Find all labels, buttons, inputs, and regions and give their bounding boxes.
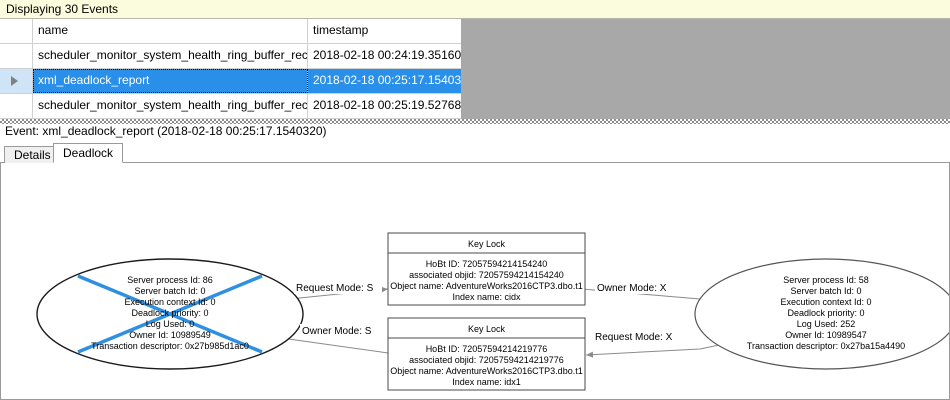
table-row-selected[interactable]: xml_deadlock_report 2018-02-18 00:25:17.… (0, 69, 461, 94)
column-header-name[interactable]: name (33, 19, 308, 43)
column-header-timestamp[interactable]: timestamp (308, 19, 461, 43)
edge-label-text: Request Mode: S (296, 283, 374, 294)
edge-label-text: Request Mode: X (595, 332, 673, 343)
deadlock-graph-canvas[interactable]: Server process Id: 86 Server batch Id: 0… (0, 163, 950, 400)
process-node-left[interactable]: Server process Id: 86 Server batch Id: 0… (36, 258, 304, 370)
events-banner-label: Displaying 30 Events (6, 2, 119, 16)
resource-top-line-3: Index name: cidx (452, 292, 521, 302)
edge-label-text: Owner Mode: X (597, 283, 667, 294)
process-node-right[interactable]: Server process Id: 58 Server batch Id: 0… (694, 258, 950, 370)
deadlock-graph-svg: Server process Id: 86 Server batch Id: 0… (36, 232, 950, 391)
tab-strip: Details Deadlock (0, 142, 950, 163)
resource-bottom-title: Key Lock (468, 324, 506, 334)
process-right-line-2: Execution context Id: 0 (780, 297, 871, 307)
table-row[interactable]: scheduler_monitor_system_health_ring_buf… (0, 44, 461, 69)
cell-timestamp[interactable]: 2018-02-18 00:24:19.3516078 (308, 44, 461, 68)
process-left-line-1: Server batch Id: 0 (134, 286, 205, 296)
resource-bottom-line-2: Object name: AdventureWorks2016CTP3.dbo.… (390, 366, 582, 376)
process-right-line-3: Deadlock priority: 0 (787, 308, 864, 318)
edge-label-bottom-owner-left: Owner Mode: S (300, 324, 382, 337)
events-grid[interactable]: name timestamp scheduler_monitor_system_… (0, 19, 950, 119)
process-left-line-4: Log Used: 0 (146, 319, 195, 329)
tab-baseline (0, 162, 950, 163)
tab-deadlock[interactable]: Deadlock (53, 143, 124, 163)
cell-timestamp[interactable]: 2018-02-18 00:25:19.5276859 (308, 94, 461, 118)
tab-details[interactable]: Details (4, 146, 61, 163)
events-banner: Displaying 30 Events (0, 0, 950, 19)
process-right-line-1: Server batch Id: 0 (790, 286, 861, 296)
process-right-line-6: Transaction descriptor: 0x27ba15a4490 (747, 341, 905, 351)
resource-node-bottom[interactable]: Key Lock HoBt ID: 72057594214219776 asso… (387, 317, 586, 391)
process-left-line-3: Deadlock priority: 0 (131, 308, 208, 318)
resource-top-title: Key Lock (468, 239, 506, 249)
resource-bottom-line-1: associated objid: 72057594214219776 (409, 355, 564, 365)
process-left-line-6: Transaction descriptor: 0x27b985d1ac0 (91, 341, 249, 351)
cell-name[interactable]: scheduler_monitor_system_health_ring_buf… (33, 94, 308, 118)
resource-bottom-line-0: HoBt ID: 72057594214219776 (426, 344, 548, 354)
row-header-corner (0, 19, 33, 43)
row-header-cell[interactable] (0, 94, 33, 118)
process-right-line-4: Log Used: 252 (797, 319, 856, 329)
row-header-cell[interactable] (0, 44, 33, 68)
process-right-line-5: Owner Id: 10989547 (785, 330, 867, 340)
events-grid-header-row: name timestamp (0, 19, 461, 44)
table-row[interactable]: scheduler_monitor_system_health_ring_buf… (0, 94, 461, 119)
edge-label-right-request-bottom: Request Mode: X (593, 330, 683, 343)
event-caption: Event: xml_deadlock_report (2018-02-18 0… (5, 124, 327, 138)
resource-top-line-1: associated objid: 72057594214154240 (409, 270, 564, 280)
cell-name[interactable]: scheduler_monitor_system_health_ring_buf… (33, 44, 308, 68)
edge-label-left-request-top: Request Mode: S (294, 281, 382, 294)
play-triangle-icon (11, 76, 18, 86)
process-right-line-0: Server process Id: 58 (783, 275, 869, 285)
process-left-line-2: Execution context Id: 0 (124, 297, 215, 307)
resource-top-line-0: HoBt ID: 72057594214154240 (426, 259, 548, 269)
events-grid-inner: name timestamp scheduler_monitor_system_… (0, 19, 461, 119)
victim-cross-icon (77, 274, 263, 354)
resource-top-line-2: Object name: AdventureWorks2016CTP3.dbo.… (390, 281, 582, 291)
cell-timestamp[interactable]: 2018-02-18 00:25:17.1540320 (308, 69, 461, 93)
cell-name[interactable]: xml_deadlock_report (33, 69, 308, 93)
horizontal-splitter[interactable] (0, 119, 950, 125)
resource-node-top[interactable]: Key Lock HoBt ID: 72057594214154240 asso… (387, 232, 586, 306)
process-left-line-5: Owner Id: 10989549 (129, 330, 211, 340)
edge-label-text: Owner Mode: S (302, 326, 372, 337)
process-left-line-0: Server process Id: 86 (127, 275, 213, 285)
row-header-cell[interactable] (0, 69, 33, 93)
edge-label-top-owner-right: Owner Mode: X (595, 281, 677, 294)
resource-bottom-line-3: Index name: idx1 (452, 377, 521, 387)
